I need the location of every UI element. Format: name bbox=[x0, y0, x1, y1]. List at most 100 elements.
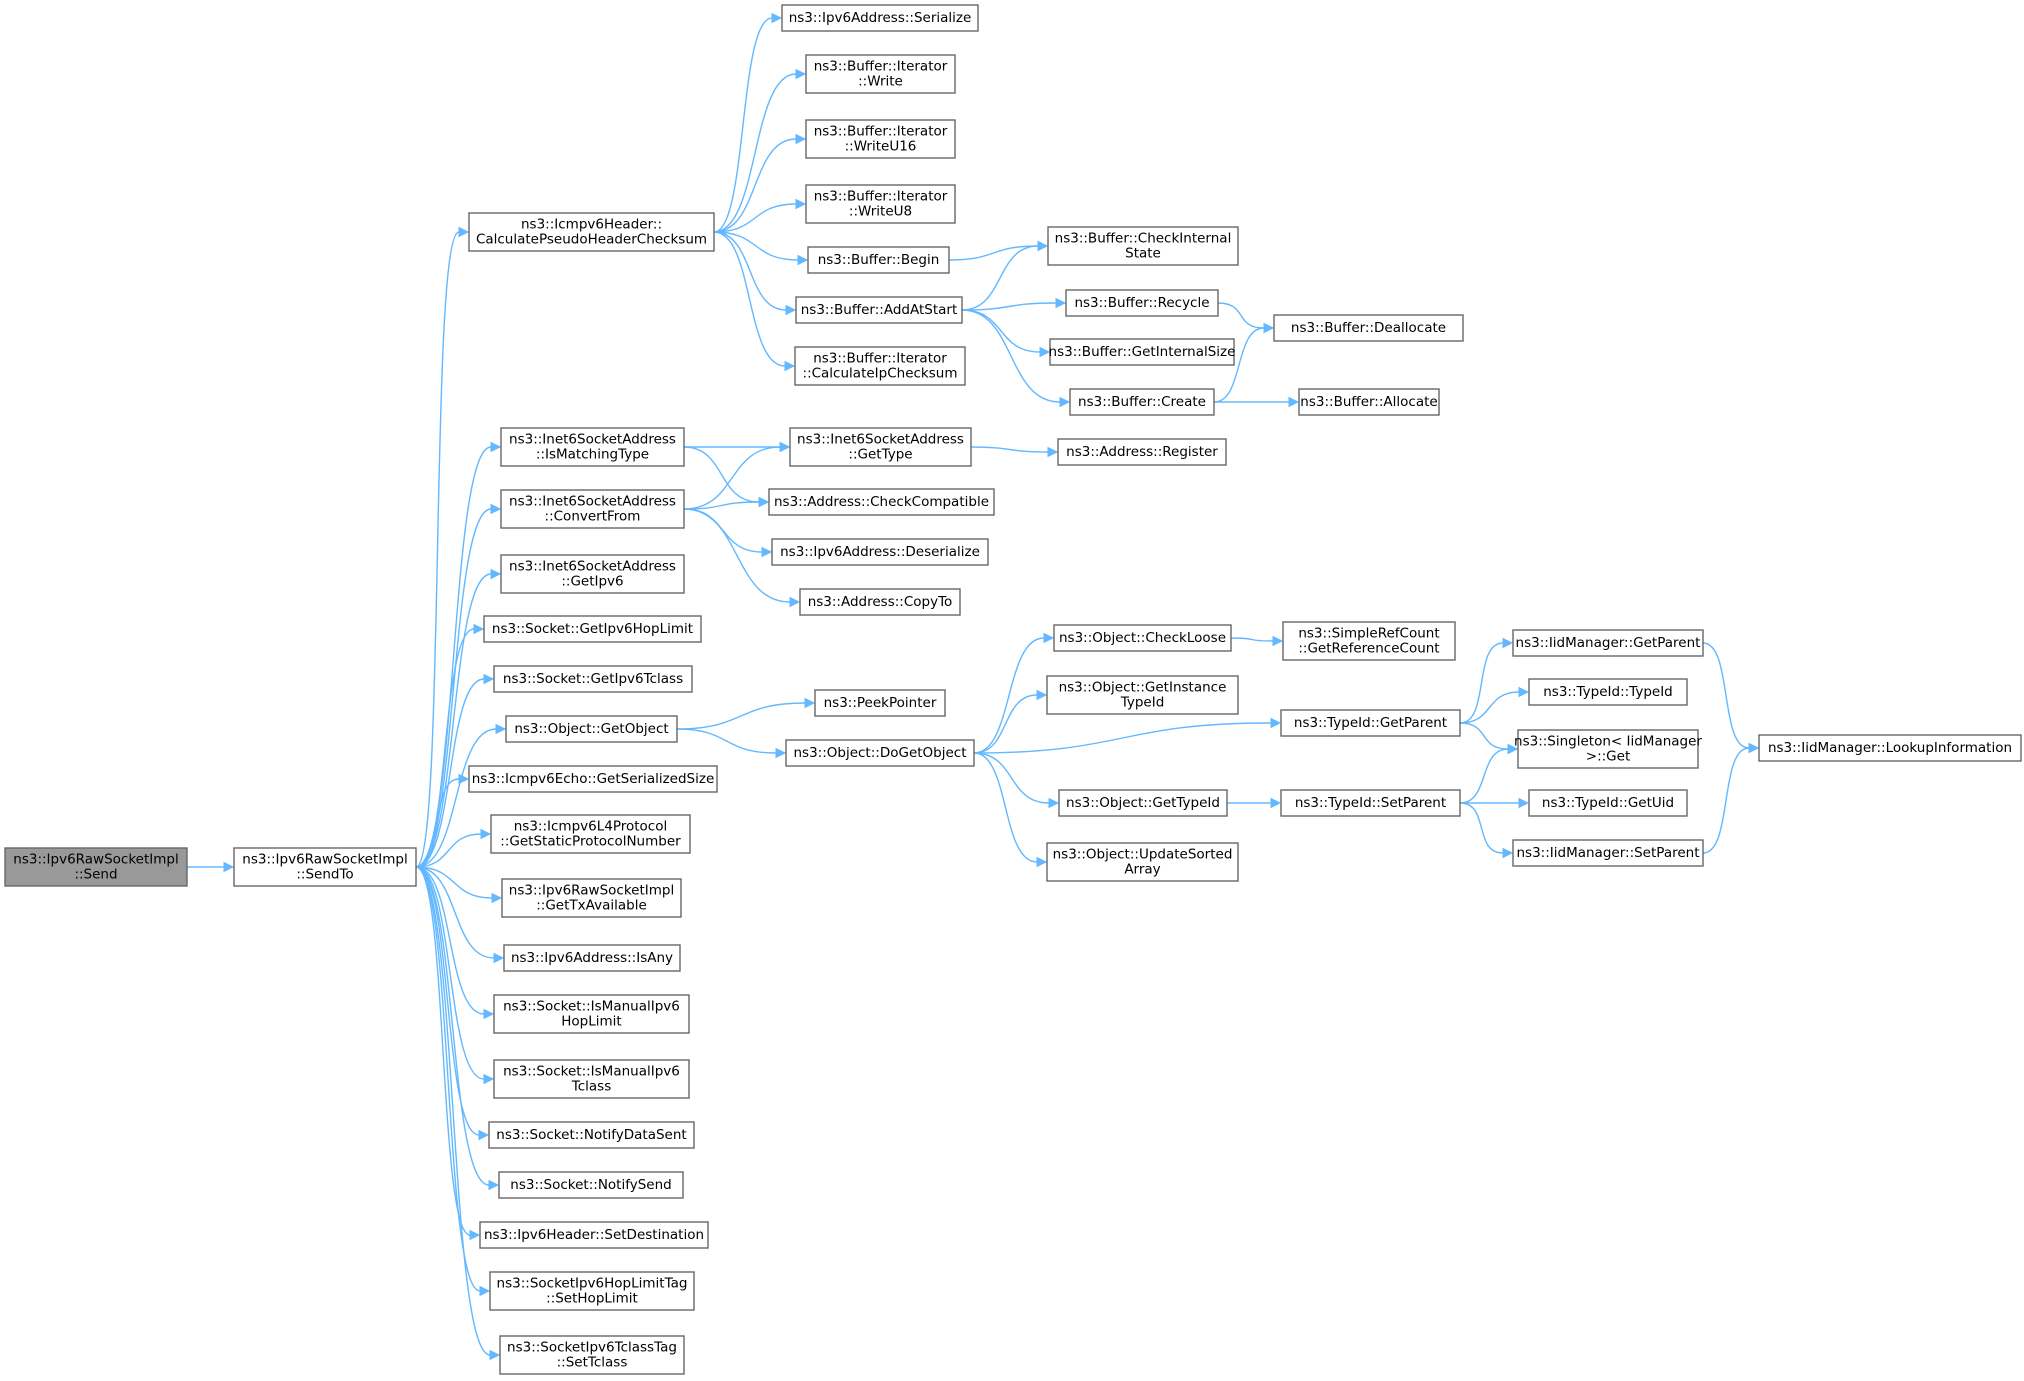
graph-node-n28[interactable]: ns3::Address::CheckCompatible bbox=[768, 488, 995, 516]
edge-arrowhead bbox=[478, 1129, 490, 1141]
node-box bbox=[768, 488, 995, 516]
graph-node-n9[interactable]: ns3::Icmpv6Echo::GetSerializedSize bbox=[468, 765, 718, 793]
graph-node-n17[interactable]: ns3::Ipv6Header::SetDestination bbox=[479, 1221, 709, 1249]
node-box bbox=[500, 489, 685, 529]
graph-node-n44[interactable]: ns3::SimpleRefCount::GetReferenceCount bbox=[1282, 621, 1456, 661]
graph-node-n42[interactable]: ns3::Buffer::Deallocate bbox=[1273, 314, 1464, 342]
call-edge-n25-to-n35 bbox=[961, 309, 1051, 358]
edge-line bbox=[713, 203, 797, 233]
node-box bbox=[1273, 314, 1464, 342]
node-box bbox=[794, 346, 966, 386]
node-label: ns3::Ipv6Header::SetDestination bbox=[484, 1227, 704, 1243]
call-edge-n51-to-n52 bbox=[1702, 742, 1760, 854]
edge-arrowhead bbox=[1502, 847, 1514, 859]
node-label: ns3::Buffer::Iterator bbox=[814, 59, 948, 75]
node-box bbox=[493, 994, 690, 1034]
graph-node-n25[interactable]: ns3::Buffer::AddAtStart bbox=[795, 296, 963, 324]
edge-line bbox=[713, 73, 797, 233]
node-label: State bbox=[1125, 246, 1161, 262]
graph-node-n23[interactable]: ns3::Buffer::Iterator::WriteU8 bbox=[805, 184, 956, 224]
call-edge-n36-to-n43 bbox=[1214, 396, 1300, 408]
graph-node-n18[interactable]: ns3::SocketIpv6HopLimitTag::SetHopLimit bbox=[489, 1271, 695, 1311]
graph-node-n37[interactable]: ns3::Address::Register bbox=[1057, 438, 1227, 466]
graph-node-n47[interactable]: ns3::IidManager::GetParent bbox=[1512, 629, 1704, 657]
graph-node-n6[interactable]: ns3::Socket::GetIpv6HopLimit bbox=[483, 615, 702, 643]
node-label: ::Write bbox=[858, 74, 903, 90]
graph-node-n50[interactable]: ns3::TypeId::GetUid bbox=[1528, 789, 1688, 817]
node-label: ::CalculateIpChecksum bbox=[803, 366, 958, 382]
graph-node-n27[interactable]: ns3::Inet6SocketAddress::GetType bbox=[789, 427, 972, 467]
graph-node-n32[interactable]: ns3::Object::DoGetObject bbox=[785, 739, 975, 767]
graph-node-n36[interactable]: ns3::Buffer::Create bbox=[1069, 388, 1215, 416]
edge-arrowhead bbox=[1055, 297, 1067, 309]
edge-line bbox=[683, 501, 760, 510]
graph-node-n49[interactable]: ns3::Singleton< IidManager >::Get bbox=[1514, 729, 1702, 769]
node-label: ns3::Buffer::Iterator bbox=[814, 189, 948, 205]
graph-node-n7[interactable]: ns3::Socket::GetIpv6Tclass bbox=[493, 665, 693, 693]
graph-node-n4[interactable]: ns3::Inet6SocketAddress::ConvertFrom bbox=[500, 489, 685, 529]
graph-node-n12[interactable]: ns3::Ipv6Address::IsAny bbox=[503, 944, 681, 972]
graph-node-n0[interactable]: ns3::Ipv6RawSocketImpl::Send bbox=[4, 847, 188, 887]
call-edge-n45-to-n48 bbox=[1459, 686, 1530, 724]
graph-node-n16[interactable]: ns3::Socket::NotifySend bbox=[498, 1171, 684, 1199]
graph-node-n45[interactable]: ns3::TypeId::GetParent bbox=[1280, 709, 1461, 737]
graph-node-n11[interactable]: ns3::Ipv6RawSocketImpl::GetTxAvailable bbox=[501, 878, 682, 918]
graph-node-n15[interactable]: ns3::Socket::NotifyDataSent bbox=[488, 1121, 695, 1149]
call-edge-n4-to-n28 bbox=[683, 496, 770, 510]
node-label: ns3::Icmpv6L4Protocol bbox=[514, 819, 668, 835]
graph-node-n8[interactable]: ns3::Object::GetObject bbox=[505, 715, 678, 743]
graph-node-n34[interactable]: ns3::Buffer::Recycle bbox=[1065, 289, 1219, 317]
graph-node-n48[interactable]: ns3::TypeId::TypeId bbox=[1528, 678, 1688, 706]
graph-node-n52[interactable]: ns3::IidManager::LookupInformation bbox=[1758, 734, 2022, 762]
graph-node-n20[interactable]: ns3::Ipv6Address::Serialize bbox=[781, 4, 979, 32]
edge-arrowhead bbox=[1036, 689, 1048, 701]
graph-node-n38[interactable]: ns3::Object::CheckLoose bbox=[1053, 624, 1232, 652]
edges-layer bbox=[187, 12, 1760, 1361]
node-label: ::ConvertFrom bbox=[545, 509, 641, 525]
edge-line bbox=[683, 446, 781, 510]
graph-node-n19[interactable]: ns3::SocketIpv6TclassTag::SetTclass bbox=[499, 1335, 685, 1375]
graph-node-n30[interactable]: ns3::Address::CopyTo bbox=[799, 588, 961, 616]
graph-node-n3[interactable]: ns3::Inet6SocketAddress::IsMatchingType bbox=[500, 427, 685, 467]
edge-arrowhead bbox=[1263, 322, 1275, 334]
node-label: ns3::TypeId::GetUid bbox=[1542, 795, 1674, 811]
call-edge-n3-to-n28 bbox=[683, 446, 770, 508]
graph-node-n22[interactable]: ns3::Buffer::Iterator::WriteU16 bbox=[805, 119, 956, 159]
node-label: ns3::Buffer::Begin bbox=[818, 252, 940, 268]
edge-arrowhead bbox=[1037, 240, 1049, 252]
graph-node-n26[interactable]: ns3::Buffer::Iterator::CalculateIpChecks… bbox=[794, 346, 966, 386]
graph-node-n51[interactable]: ns3::IidManager::SetParent bbox=[1512, 839, 1704, 867]
graph-node-n5[interactable]: ns3::Inet6SocketAddress::GetIpv6 bbox=[500, 554, 685, 594]
graph-node-n43[interactable]: ns3::Buffer::Allocate bbox=[1298, 388, 1440, 416]
edge-line bbox=[676, 702, 806, 730]
graph-node-n1[interactable]: ns3::Ipv6RawSocketImpl::SendTo bbox=[233, 847, 417, 887]
call-edge-n2-to-n23 bbox=[713, 198, 807, 233]
node-box bbox=[1057, 438, 1227, 466]
graph-node-n24[interactable]: ns3::Buffer::Begin bbox=[807, 246, 950, 274]
graph-node-n35[interactable]: ns3::Buffer::GetInternalSize bbox=[1049, 338, 1236, 366]
node-box bbox=[1528, 789, 1688, 817]
node-label: ns3::Socket::GetIpv6Tclass bbox=[503, 671, 683, 687]
edge-line bbox=[1702, 642, 1750, 749]
graph-node-n2[interactable]: ns3::Icmpv6Header::CalculatePseudoHeader… bbox=[468, 212, 715, 252]
graph-node-n10[interactable]: ns3::Icmpv6L4Protocol::GetStaticProtocol… bbox=[490, 814, 691, 854]
graph-node-n29[interactable]: ns3::Ipv6Address::Deserialize bbox=[771, 538, 989, 566]
node-box bbox=[468, 212, 715, 252]
graph-node-n40[interactable]: ns3::Object::GetTypeId bbox=[1058, 789, 1228, 817]
graph-node-n46[interactable]: ns3::TypeId::SetParent bbox=[1280, 789, 1461, 817]
call-edge-n1-to-n14 bbox=[415, 866, 495, 1085]
node-label: ns3::Buffer::Allocate bbox=[1300, 394, 1437, 410]
edge-line bbox=[415, 231, 460, 868]
edge-line bbox=[1459, 802, 1504, 854]
node-label: ns3::Socket::IsManualIpv6 bbox=[503, 999, 680, 1015]
edge-line bbox=[1459, 642, 1504, 724]
graph-node-n21[interactable]: ns3::Buffer::Iterator::Write bbox=[805, 54, 956, 94]
call-edge-n2-to-n25 bbox=[713, 231, 797, 316]
graph-node-n31[interactable]: ns3::PeekPointer bbox=[814, 689, 946, 717]
edge-arrowhead bbox=[785, 304, 797, 316]
